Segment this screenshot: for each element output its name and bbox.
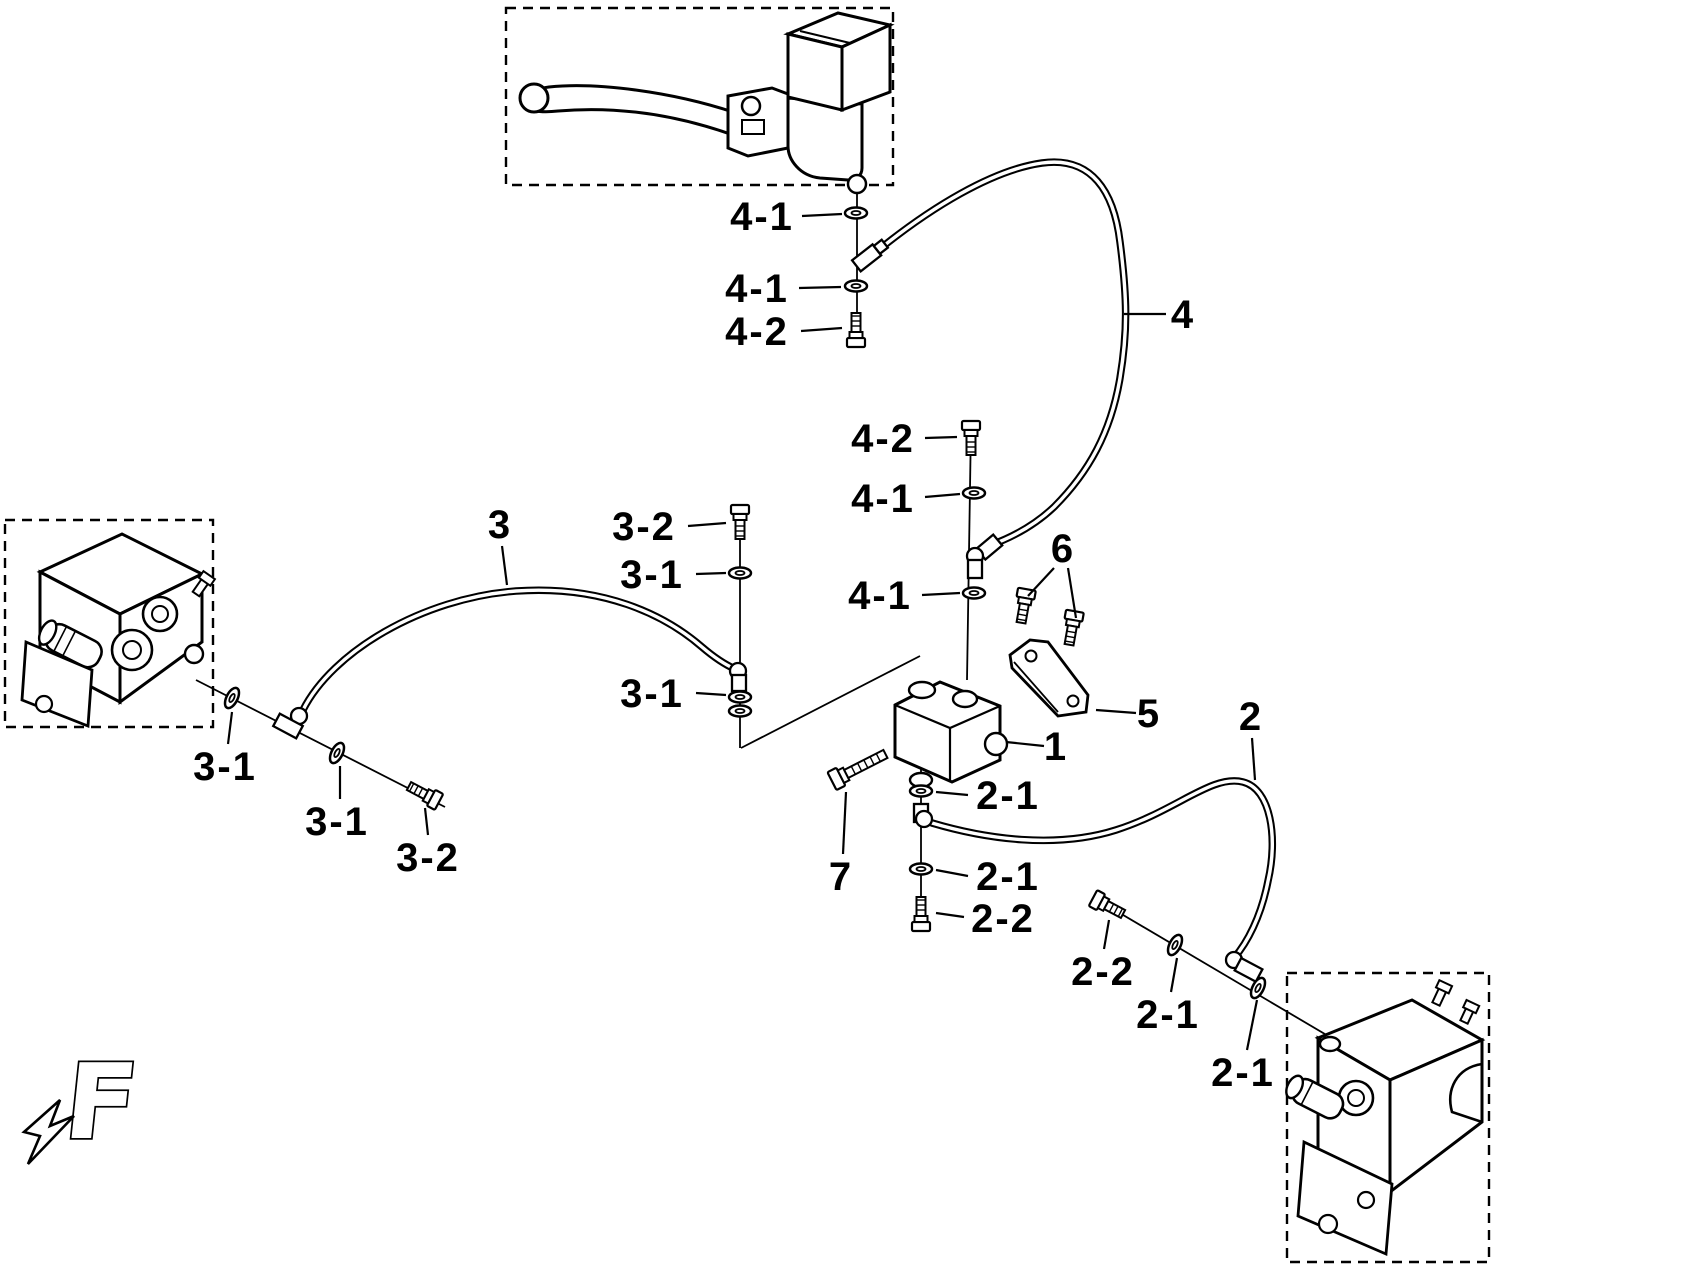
valve-side-boss	[983, 731, 1009, 757]
bleed-nipple	[191, 569, 217, 598]
banjo-bolt-2-2	[1087, 888, 1129, 924]
part-label-2: 2	[1239, 695, 1263, 739]
front-brake-hose	[271, 586, 748, 740]
part-label-4-1: 4-1	[848, 574, 912, 618]
part-label-6: 6	[1051, 527, 1075, 571]
caliper-piston	[37, 619, 103, 669]
washer-3-1	[220, 684, 244, 712]
banjo-bolt-3-2	[403, 776, 445, 812]
hose4-top-fitting	[850, 238, 890, 273]
logo-arrow-icon	[21, 1099, 75, 1165]
bleed-nipple-2	[1459, 998, 1481, 1026]
part-label-3-1: 3-1	[620, 672, 684, 716]
part-label-2-1: 2-1	[976, 774, 1040, 818]
washer-4-1	[843, 206, 869, 220]
upper-brake-hose	[850, 158, 1130, 580]
brake-lever	[521, 84, 735, 138]
caliper-inlet-port	[1318, 1035, 1342, 1053]
valve-top-port-2	[951, 689, 979, 709]
rear-caliper-box	[1285, 971, 1491, 1264]
part-label-3-1: 3-1	[620, 553, 684, 597]
part-label-3: 3	[488, 503, 512, 547]
washer-3-1	[727, 566, 753, 580]
part-label-4-1: 4-1	[730, 195, 794, 239]
flange-bolt-6	[1011, 586, 1037, 626]
washer-4-1	[843, 279, 869, 293]
banjo-bolt-4-2	[845, 311, 867, 349]
hose3-end-fitting	[728, 661, 748, 693]
part-label-4-1: 4-1	[851, 477, 915, 521]
front-caliper-box	[3, 518, 215, 729]
reservoir-side	[840, 22, 892, 113]
washer-2-1	[908, 862, 934, 876]
leader-lines	[226, 212, 1259, 1051]
part-label-3-1: 3-1	[305, 800, 369, 844]
washer-2-1	[1163, 931, 1187, 959]
rear-brake-hose	[912, 777, 1276, 984]
master-cylinder-box	[504, 6, 895, 187]
valve-top-port	[907, 680, 937, 700]
banjo-bolt-4-2	[960, 419, 982, 457]
part-labels: 4-1 4-1 4-2 4 4-2 4-1 6 3 3-2 3-1 4-1 3-…	[193, 195, 1275, 1095]
hose2-start-fitting	[912, 802, 934, 829]
bleed-nipple	[1431, 978, 1454, 1008]
part-label-7: 7	[829, 855, 853, 899]
flange-bolt-6	[1059, 608, 1085, 648]
hose3-start-fitting	[271, 706, 309, 740]
reservoir-front	[786, 32, 844, 112]
part-label-5: 5	[1137, 692, 1161, 736]
valve-mounting-bracket	[1008, 638, 1090, 718]
part-label-4-1: 4-1	[725, 267, 789, 311]
washer-4-1	[961, 586, 987, 600]
rear-brake-caliper	[1285, 978, 1486, 1257]
washer-3-1	[325, 739, 349, 767]
part-label-2-2: 2-2	[971, 897, 1035, 941]
washer-2-1	[908, 784, 934, 798]
part-label-2-2: 2-2	[1071, 950, 1135, 994]
mounting-bolt-7	[826, 743, 892, 792]
washer-3-1	[727, 704, 753, 718]
outlet-port	[846, 173, 868, 195]
master-cylinder-assembly	[518, 11, 895, 195]
caliper-piston	[1285, 1074, 1345, 1120]
part-label-4-2: 4-2	[851, 417, 915, 461]
banjo-bolt-2-2	[910, 895, 932, 933]
brand-logo: F	[21, 1040, 145, 1165]
logo-letter: F	[59, 1041, 143, 1163]
hose2-end-fitting	[1224, 950, 1264, 984]
part-label-3-2: 3-2	[612, 505, 676, 549]
part-label-4: 4	[1171, 293, 1195, 337]
part-label-4-2: 4-2	[725, 310, 789, 354]
hose4-bottom-fitting	[965, 533, 1004, 580]
part-label-3-2: 3-2	[396, 836, 460, 880]
part-label-3-1: 3-1	[193, 745, 257, 789]
part-label-2-1: 2-1	[1211, 1051, 1275, 1095]
lever-ball-end	[518, 82, 550, 114]
banjo-bolt-3-2	[729, 503, 751, 541]
caliper-inlet-port	[183, 643, 205, 665]
washer-3-1	[727, 690, 753, 704]
front-brake-caliper	[20, 532, 217, 729]
part-label-2-1: 2-1	[1136, 993, 1200, 1037]
cylinder-body	[786, 96, 864, 182]
part-label-2-1: 2-1	[976, 855, 1040, 899]
brake-line-junction-valve	[893, 680, 1009, 789]
washer-4-1	[961, 486, 987, 500]
part-label-1: 1	[1044, 725, 1068, 769]
